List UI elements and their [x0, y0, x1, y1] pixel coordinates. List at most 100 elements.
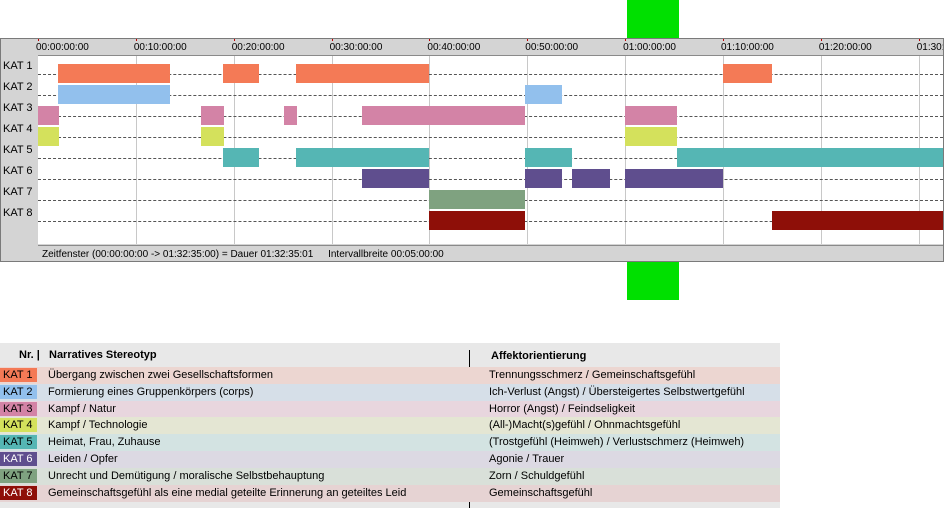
ruler-tick-label: 01:30:00:00: [916, 42, 943, 53]
ruler-tick: [38, 39, 39, 41]
legend-affect: Horror (Angst) / Feindseligkeit: [489, 402, 636, 415]
segment-kat-3[interactable]: [38, 106, 59, 125]
segment-kat-4[interactable]: [201, 127, 225, 146]
ruler-tick: [723, 39, 724, 41]
timeline-plot[interactable]: [38, 56, 943, 244]
segment-kat-5[interactable]: [295, 148, 430, 167]
segment-kat-4[interactable]: [624, 127, 677, 146]
segment-kat-1[interactable]: [295, 64, 430, 83]
legend-affect: Gemeinschaftsgefühl: [489, 486, 593, 499]
ruler-tick-label: 00:30:00:00: [329, 42, 383, 53]
legend-row: KAT 4 Kampf / Technologie (All-)Macht(s)ge…: [0, 417, 780, 435]
legend-row: KAT 6 Leiden / Opfer Agonie / Trauer: [0, 451, 780, 468]
ruler-tick-label: 00:20:00:00: [231, 42, 285, 53]
segment-kat-5[interactable]: [525, 148, 573, 167]
legend-narrative: Heimat, Frau, Zuhause: [48, 436, 161, 449]
legend-affect: (All-)Macht(s)gefühl / Ohnmachtsgefühl: [489, 419, 681, 432]
segment-kat-6[interactable]: [572, 169, 611, 188]
legend-header-affect: Affektorientierung: [491, 350, 587, 362]
green-marker-top: [627, 0, 679, 38]
segment-kat-3[interactable]: [624, 106, 677, 125]
green-marker-bottom: [627, 262, 679, 300]
row-label: KAT 8: [3, 207, 33, 219]
row-labels: KAT 1 KAT 2 KAT 3 KAT 4 KAT 5 KAT 6 KAT 7 KAT 8: [1, 55, 38, 245]
row-guide: [38, 95, 943, 96]
segment-kat-7[interactable]: [429, 190, 526, 209]
legend-narrative: Formierung eines Gruppenkörpers (corps): [48, 385, 254, 398]
segment-kat-1[interactable]: [58, 64, 171, 83]
legend-table: Nr. | Narratives Stereotyp Affektorienti…: [0, 343, 780, 508]
row-label: KAT 5: [3, 144, 33, 156]
row-guide: [38, 179, 943, 180]
ruler-tick: [429, 39, 431, 41]
row-label: KAT 4: [3, 123, 33, 135]
segment-kat-6[interactable]: [362, 169, 430, 188]
ruler-tick-label: 00:10:00:00: [133, 42, 187, 53]
legend-code-swatch: KAT 7: [0, 468, 37, 483]
legend-code-swatch: KAT 1: [0, 368, 37, 382]
timeline-panel: 00:00:00:00 00:10:00:00 00:20:00:00 00:30:0…: [0, 38, 944, 262]
segment-kat-3[interactable]: [362, 106, 526, 125]
legend-code-swatch: KAT 6: [0, 452, 37, 466]
ruler-tick: [331, 39, 333, 41]
ruler-tick-label: 00:00:00:00: [36, 42, 89, 53]
segment-kat-5[interactable]: [676, 148, 943, 167]
segment-kat-8[interactable]: [772, 211, 943, 230]
segment-kat-1[interactable]: [223, 64, 259, 83]
row-label: KAT 3: [3, 102, 33, 114]
status-window: Zeitfenster (00:00:00:00 -> 01:32:35:00)…: [42, 249, 314, 260]
legend-code-swatch: KAT 3: [0, 401, 37, 416]
legend-code-swatch: KAT 4: [0, 418, 37, 433]
legend-row: KAT 5 Heimat, Frau, Zuhause (Trostgefühl (…: [0, 434, 780, 452]
segment-kat-5[interactable]: [223, 148, 259, 167]
row-label: KAT 6: [3, 165, 33, 177]
ruler-tick-label: 01:00:00:00: [623, 42, 676, 53]
legend-affect: Agonie / Trauer: [489, 453, 565, 465]
legend-affect: Trennungsschmerz / Gemeinschaftsgefühl: [489, 369, 696, 381]
legend-code-swatch: KAT 8: [0, 485, 37, 500]
ruler-tick: [527, 39, 529, 41]
row-label: KAT 7: [3, 186, 33, 198]
segment-kat-6[interactable]: [624, 169, 724, 188]
ruler-tick: [135, 39, 137, 41]
grid-line: [625, 56, 627, 244]
legend-header-nr: Nr. |: [19, 349, 40, 361]
segment-kat-8[interactable]: [429, 211, 526, 230]
time-ruler[interactable]: 00:00:00:00 00:10:00:00 00:20:00:00 00:30:0…: [36, 39, 943, 56]
segment-kat-4[interactable]: [38, 127, 59, 146]
legend-narrative: Unrecht und Demütigung / moralische Selb…: [48, 469, 325, 482]
legend-code-swatch: KAT 5: [0, 435, 37, 450]
row-label: KAT 1: [3, 60, 33, 72]
ruler-tick: [233, 39, 235, 41]
legend-affect: (Trostgefühl (Heimweh) / Verlustschmerz …: [489, 436, 745, 449]
ruler-tick-label: 00:50:00:00: [525, 42, 579, 53]
segment-kat-1[interactable]: [722, 64, 773, 83]
ruler-tick-label: 01:10:00:00: [721, 42, 774, 53]
grid-line: [135, 56, 137, 244]
legend-row: KAT 1 Übergang zwischen zwei Gesellschaft…: [0, 367, 780, 384]
ruler-tick: [625, 39, 627, 41]
status-interval: Intervallbreite 00:05:00:00: [328, 249, 444, 260]
ruler-tick-label: 00:40:00:00: [427, 42, 481, 53]
grid-line: [429, 56, 431, 244]
row-label: KAT 2: [3, 81, 33, 93]
ruler-tick: [820, 39, 822, 41]
row-guide: [38, 158, 943, 159]
row-guide: [38, 74, 943, 75]
segment-kat-3[interactable]: [201, 106, 225, 125]
status-bar: Zeitfenster (00:00:00:00 -> 01:32:35:00)…: [38, 245, 943, 261]
segment-kat-6[interactable]: [525, 169, 563, 188]
legend-narrative: Übergang zwischen zwei Gesellschaftsform…: [48, 369, 273, 381]
ruler-tick-label: 01:20:00:00: [818, 42, 872, 53]
legend-narrative: Kampf / Technologie: [48, 419, 148, 432]
segment-kat-2[interactable]: [58, 85, 171, 104]
segment-kat-2[interactable]: [525, 85, 563, 104]
legend-affect: Zorn / Schuldgefühl: [489, 469, 585, 482]
legend-narrative: Leiden / Opfer: [48, 453, 118, 465]
ruler-tick: [918, 39, 920, 41]
legend-affect: Ich-Verlust (Angst) / Übersteigertes Sel…: [489, 385, 745, 398]
segment-kat-3[interactable]: [283, 106, 297, 125]
legend-narrative: Kampf / Natur: [48, 402, 116, 415]
